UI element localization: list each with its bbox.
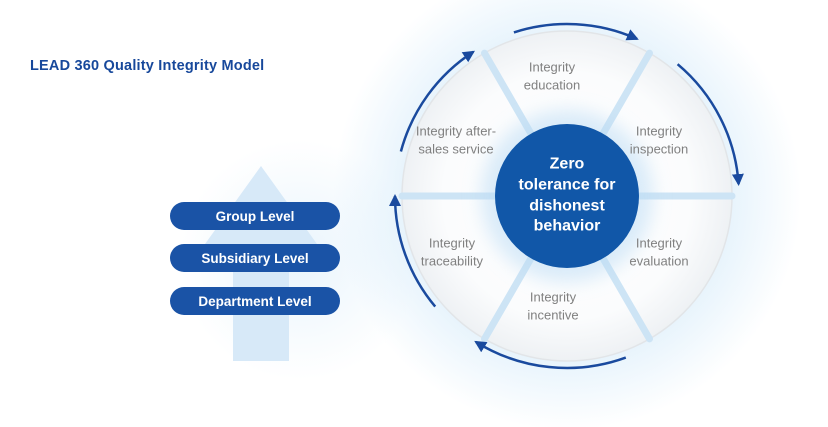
segment-label-after-sales-service: Integrity after-sales service: [415, 123, 497, 156]
segment-label-evaluation: Integrity evaluation: [629, 235, 689, 268]
rotation-arrows: [388, 22, 744, 370]
segment-label-incentive: Integrity incentive: [527, 289, 579, 322]
segment-label-education: Integrity education: [523, 59, 581, 92]
level-pill-department: Department Level: [170, 287, 340, 315]
level-pill-department-label: Department Level: [198, 293, 312, 309]
level-pill-group-label: Group Level: [215, 208, 295, 224]
center-slogan: Zero tolerance for dishonest behavior: [502, 154, 632, 237]
center-slogan-line-3: dishonest: [529, 197, 605, 214]
center-slogan-line-2: tolerance for: [518, 176, 616, 194]
level-pill-subsidiary: Subsidiary Level: [170, 244, 340, 272]
center-circle: [495, 124, 639, 268]
segment-label-inspection: Integrity inspection: [629, 123, 689, 156]
level-pill-subsidiary-label: Subsidiary Level: [201, 250, 309, 266]
center-slogan-line-1: Zero: [549, 155, 585, 173]
page-title: LEAD 360 Quality Integrity Model: [30, 58, 265, 74]
segment-label-traceability: Integrity traceability: [420, 235, 484, 268]
center-slogan-line-4: behavior: [533, 217, 601, 235]
level-pill-group: Group Level: [170, 202, 340, 230]
